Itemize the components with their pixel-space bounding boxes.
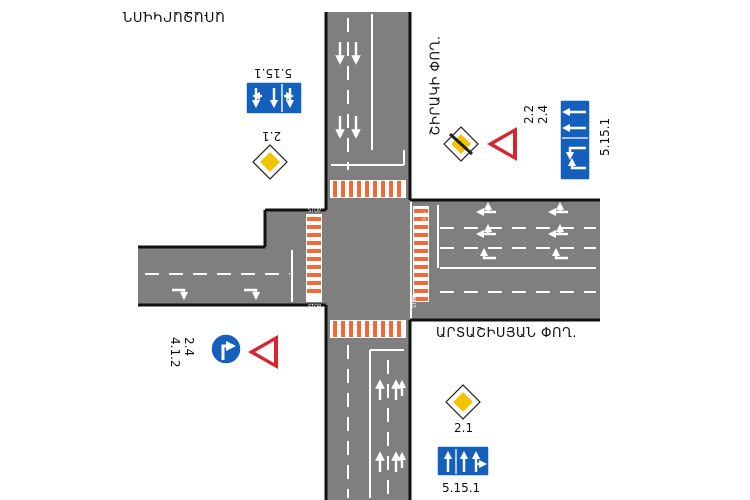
nw-main-road-label: 2.1 — [262, 129, 282, 143]
sw-yield-sign — [248, 335, 278, 369]
sw-sign-a-label: 2.4 — [182, 337, 196, 357]
ne-sign-b-label: 2.4 — [536, 104, 550, 124]
street-name-top-left: ԱՌԱՋԱՐԿՎՈՂ — [122, 8, 225, 23]
crosswalk-north — [330, 180, 406, 198]
ne-lane-sign — [559, 99, 591, 181]
crosswalk-west — [306, 214, 322, 302]
crosswalk-east — [413, 206, 429, 302]
ne-yield-sign — [487, 127, 517, 161]
street-name-vertical: ՇԻՐԱԿԻ ՓՈՂ. — [428, 35, 444, 136]
ne-end-main-road-sign — [443, 126, 479, 162]
se-lane-sign — [436, 445, 490, 477]
nw-lanes-label: 5.15.1 — [254, 66, 293, 80]
se-main-road-sign — [445, 384, 481, 420]
se-lanes-label: 5.15.1 — [442, 481, 481, 495]
stop-mark-east: STOP — [420, 212, 426, 225]
ne-lanes-label: 5.15.1 — [598, 117, 612, 156]
stop-mark-west: STOP — [308, 208, 321, 214]
se-main-road-label: 2.1 — [454, 421, 474, 435]
sw-turn-right-sign — [210, 333, 242, 365]
sw-sign-b-label: 4.1.2 — [168, 337, 182, 368]
stop-markings: STOP STOP STOP STOP — [308, 208, 426, 310]
crosswalk-south — [330, 320, 406, 338]
street-name-horizontal: ԱՐՏԱՇԻՍՅԱՆ ՓՈՂ. — [436, 326, 577, 341]
lane-arrows — [172, 42, 568, 472]
nw-lane-sign — [245, 81, 303, 115]
road-curbs — [138, 12, 600, 500]
ne-sign-a-label: 2.2 — [522, 104, 536, 124]
nw-main-road-sign — [252, 144, 288, 180]
lane-markings — [145, 14, 596, 498]
stop-mark-southeast: STOP — [412, 295, 418, 308]
stop-mark-southwest: STOP — [308, 304, 321, 310]
